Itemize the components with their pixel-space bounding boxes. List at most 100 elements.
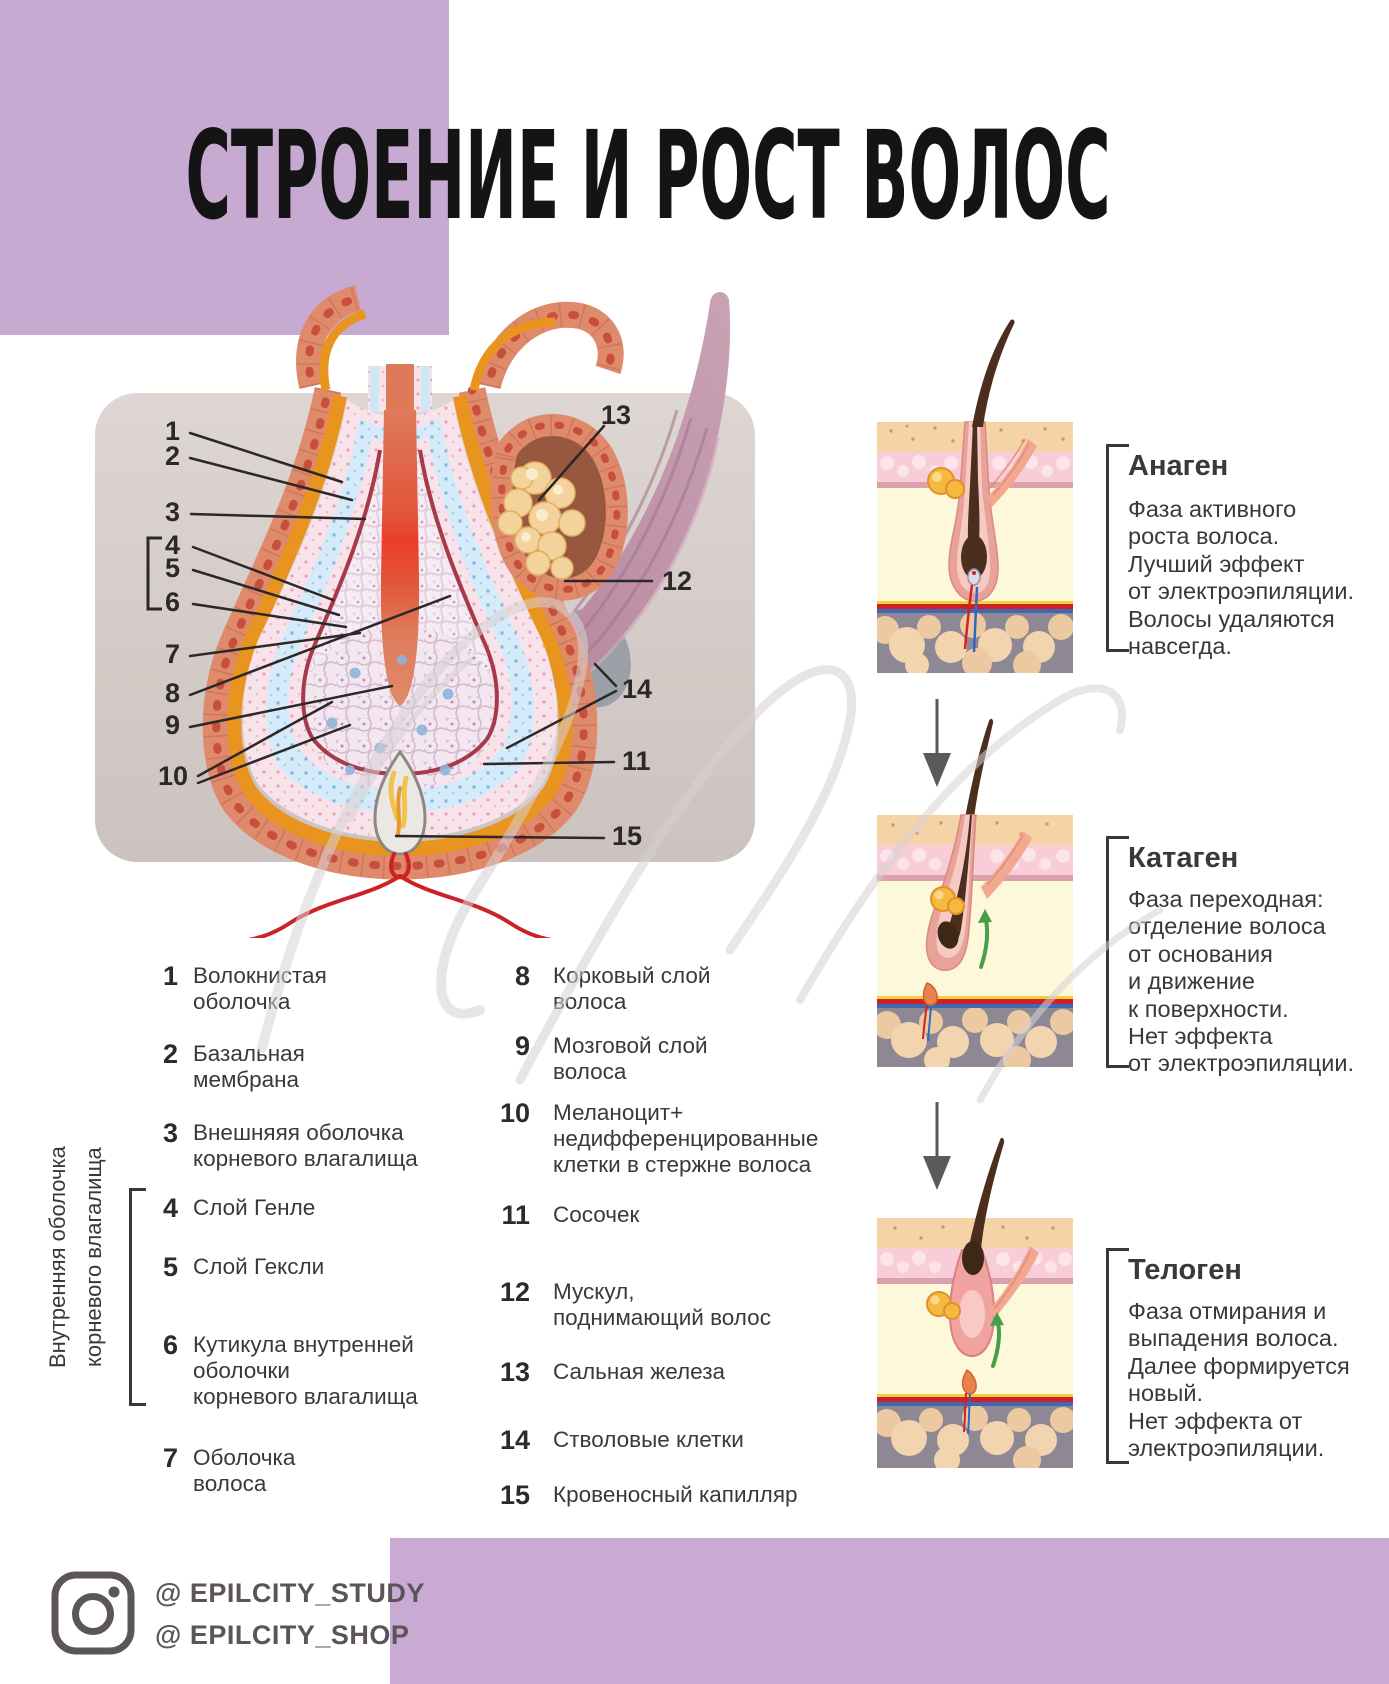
- blue-vessel-line: [877, 1004, 1073, 1008]
- fat-layer: [877, 613, 1073, 673]
- legend-text: Меланоцит+ недифференцированные клетки в…: [553, 1100, 819, 1177]
- blue-vessel: [927, 1005, 932, 1042]
- instagram-icon: [51, 1571, 135, 1655]
- legend-number: 9: [514, 1031, 530, 1061]
- legend-item-6: 6 Кутикула внутренней оболочки корневого…: [120, 1332, 418, 1410]
- green-arrowhead: [990, 1312, 1004, 1326]
- follicle-horn-left: [296, 285, 367, 391]
- hair-shaft-top: [386, 364, 414, 416]
- diagram-label-1: 1: [165, 416, 180, 446]
- follicle-horn-right: [469, 301, 624, 391]
- band-bubbles: [880, 1251, 1072, 1273]
- diagram-label-6: 6: [165, 587, 180, 617]
- red-vessel-line: [877, 999, 1073, 1004]
- detached-papilla: [961, 1368, 977, 1395]
- instagram-handle-shop: @ EPILCITY_SHOP: [155, 1620, 410, 1650]
- blue-vessel: [972, 586, 979, 653]
- legend-number: 1: [162, 961, 178, 991]
- follicle-stub-inner: [959, 1290, 985, 1338]
- epidermis-speckles: [893, 1225, 1055, 1240]
- legend-text: Кутикула внутренней оболочки корневого в…: [193, 1332, 418, 1409]
- diagram-label-7: 7: [165, 639, 180, 669]
- diagram-label-4: 4: [165, 530, 180, 560]
- legend-text: Мозговой слой волоса: [553, 1033, 708, 1084]
- blue-vessel: [967, 1393, 971, 1435]
- dermis: [877, 881, 1073, 996]
- neck-blue-band-right: [421, 366, 430, 412]
- legend-item-10: 10 Меланоцит+ недифференцированные клетк…: [452, 1100, 818, 1178]
- anagen-bracket: [1106, 444, 1129, 652]
- page-title-text: СТРОЕНИЕ И РОСТ ВОЛОС: [186, 105, 1111, 247]
- blue-vessel-line: [877, 1402, 1073, 1406]
- legend-text: Сальная железа: [553, 1359, 726, 1384]
- legend-item-5: 5 Слой Гексли: [120, 1252, 325, 1282]
- telogen-illustration: [877, 1137, 1073, 1468]
- telogen-bracket: [1106, 1248, 1129, 1464]
- legend-text: Сосочек: [553, 1202, 640, 1227]
- legend-item-3: 3 Внешняяя оболочка корневого влагалища: [120, 1120, 418, 1172]
- legend-item-1: 1 Волокнистая оболочка: [120, 963, 327, 1015]
- legend-number: 7: [162, 1443, 178, 1473]
- hair-above-skin: [972, 319, 1015, 427]
- legend-number: 6: [162, 1330, 178, 1360]
- diagram-label-12: 12: [662, 566, 692, 596]
- yellow-vessel-line: [877, 996, 1073, 999]
- legend-text: Стволовые клетки: [553, 1427, 744, 1452]
- diagram-label-10: 10: [158, 761, 188, 791]
- arrector-muscle-small: [987, 438, 1037, 507]
- legend-number: 3: [162, 1118, 178, 1148]
- diagram-label-9: 9: [165, 710, 180, 740]
- legend-item-9: 9 Мозговой слой волоса: [452, 1033, 708, 1085]
- diagram-label-3: 3: [165, 497, 180, 527]
- neck-blue-band-left: [370, 366, 379, 412]
- legend-item-12: 12 Мускул, поднимающий волос: [452, 1279, 771, 1331]
- diagram-label-14: 14: [622, 674, 652, 704]
- sebaceous-gland: [490, 414, 628, 601]
- legend-item-13: 13 Сальная железа: [452, 1357, 726, 1387]
- anagen-title: Анаген: [1128, 450, 1229, 482]
- legend-bracket-4-6: [129, 1188, 146, 1406]
- legend-number: 13: [499, 1357, 530, 1387]
- red-vessel: [963, 1392, 967, 1433]
- arrector-muscle-small: [989, 1246, 1039, 1318]
- sebaceous-gland-small: [927, 467, 965, 499]
- diagram-label-5: 5: [165, 553, 180, 583]
- katagen-bracket: [1106, 836, 1129, 1068]
- legend-text: Базальная мембрана: [193, 1041, 305, 1092]
- inner-root-sheath-note-line1: Внутренняя оболочка: [45, 1146, 70, 1369]
- legend-number: 8: [514, 961, 530, 991]
- hair-follicle-diagram: 1 2 3 4 5 6 7 8 9 10 11 12 13 14 15: [95, 285, 755, 938]
- legend-text: Слой Генле: [193, 1195, 316, 1220]
- bottom-accent-bar: [390, 1538, 1389, 1684]
- diagram-label-11: 11: [622, 746, 651, 776]
- legend-number: 2: [162, 1039, 178, 1069]
- inner-root-sheath-note-line2: корневого влагалища: [81, 1147, 106, 1368]
- yellow-vessel-line: [877, 1394, 1073, 1397]
- top-left-accent-block: [0, 0, 449, 335]
- red-vessel: [922, 1004, 928, 1040]
- page-title: СТРОЕНИЕ И РОСТ ВОЛОС: [186, 105, 1111, 247]
- legend-number: 4: [162, 1193, 178, 1223]
- papilla-vessel-dot: [972, 571, 976, 575]
- anagen-illustration: [877, 319, 1073, 673]
- red-vessel: [963, 584, 974, 650]
- arrow-down-katagen-telogen: [923, 1102, 951, 1190]
- inner-root-sheath-note: Внутренняя оболочка корневого влагалища: [40, 1085, 118, 1430]
- legend-number: 14: [499, 1425, 530, 1455]
- papilla: [967, 568, 981, 586]
- legend-number: 11: [501, 1200, 530, 1230]
- legend-item-11: 11 Сосочек: [452, 1200, 640, 1230]
- legend-text: Слой Гексли: [193, 1254, 325, 1279]
- legend-item-2: 2 Базальная мембрана: [120, 1041, 305, 1093]
- hair-bulb: [961, 535, 987, 579]
- hair-above-skin: [969, 1137, 1005, 1250]
- legend-item-15: 15 Кровеносный капилляр: [452, 1480, 798, 1510]
- telogen-title: Телоген: [1128, 1254, 1242, 1286]
- legend-item-8: 8 Корковый слой волоса: [452, 963, 710, 1015]
- legend-number: 15: [499, 1480, 530, 1510]
- telogen-description: Фаза отмирания и выпадения волоса. Далее…: [1128, 1298, 1350, 1462]
- legend-number: 5: [162, 1252, 178, 1282]
- diagram-label-13: 13: [601, 400, 631, 430]
- legend-text: Корковый слой волоса: [553, 963, 711, 1014]
